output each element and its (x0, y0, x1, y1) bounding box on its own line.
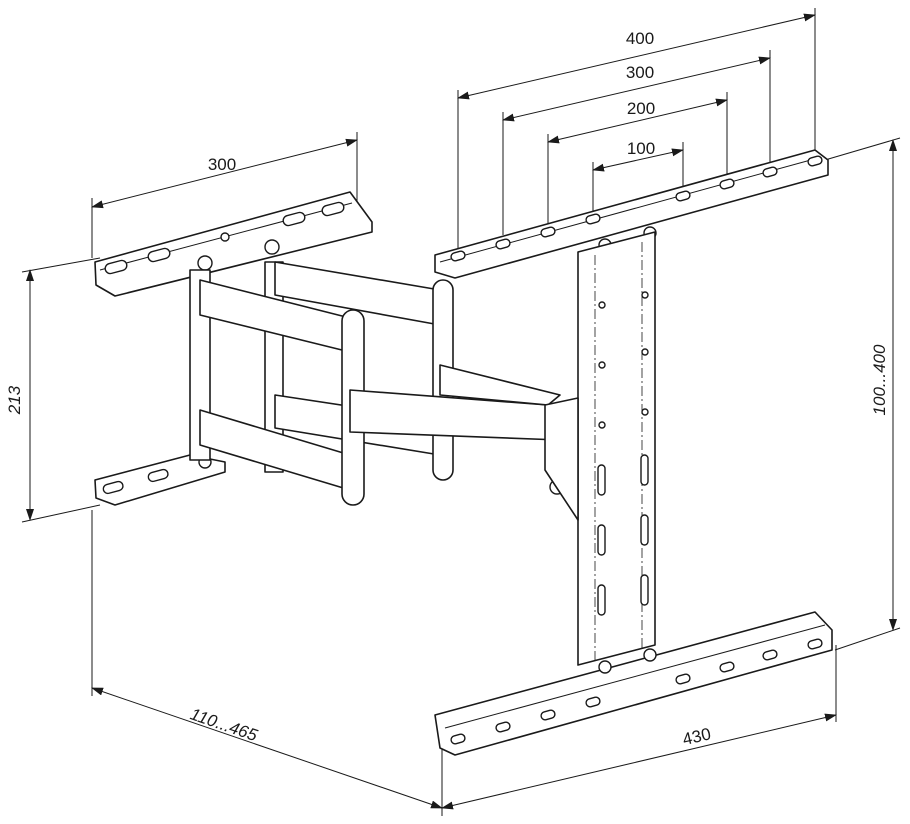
articulating-arms (199, 261, 561, 506)
dim-vesa-200: 200 (627, 99, 655, 118)
dim-wall-plate-width: 300 (208, 155, 236, 174)
dim-vesa-400: 400 (626, 29, 654, 48)
dim-extension-range: 110...465 (188, 704, 261, 745)
dim-vesa-300: 300 (626, 63, 654, 82)
dim-wall-plate-height: 213 (5, 385, 24, 415)
dim-vesa-vertical-range: 100...400 (870, 344, 889, 415)
dim-vesa-100: 100 (627, 139, 655, 158)
tv-bracket (434, 149, 833, 756)
dimension-lines (21, 8, 901, 816)
